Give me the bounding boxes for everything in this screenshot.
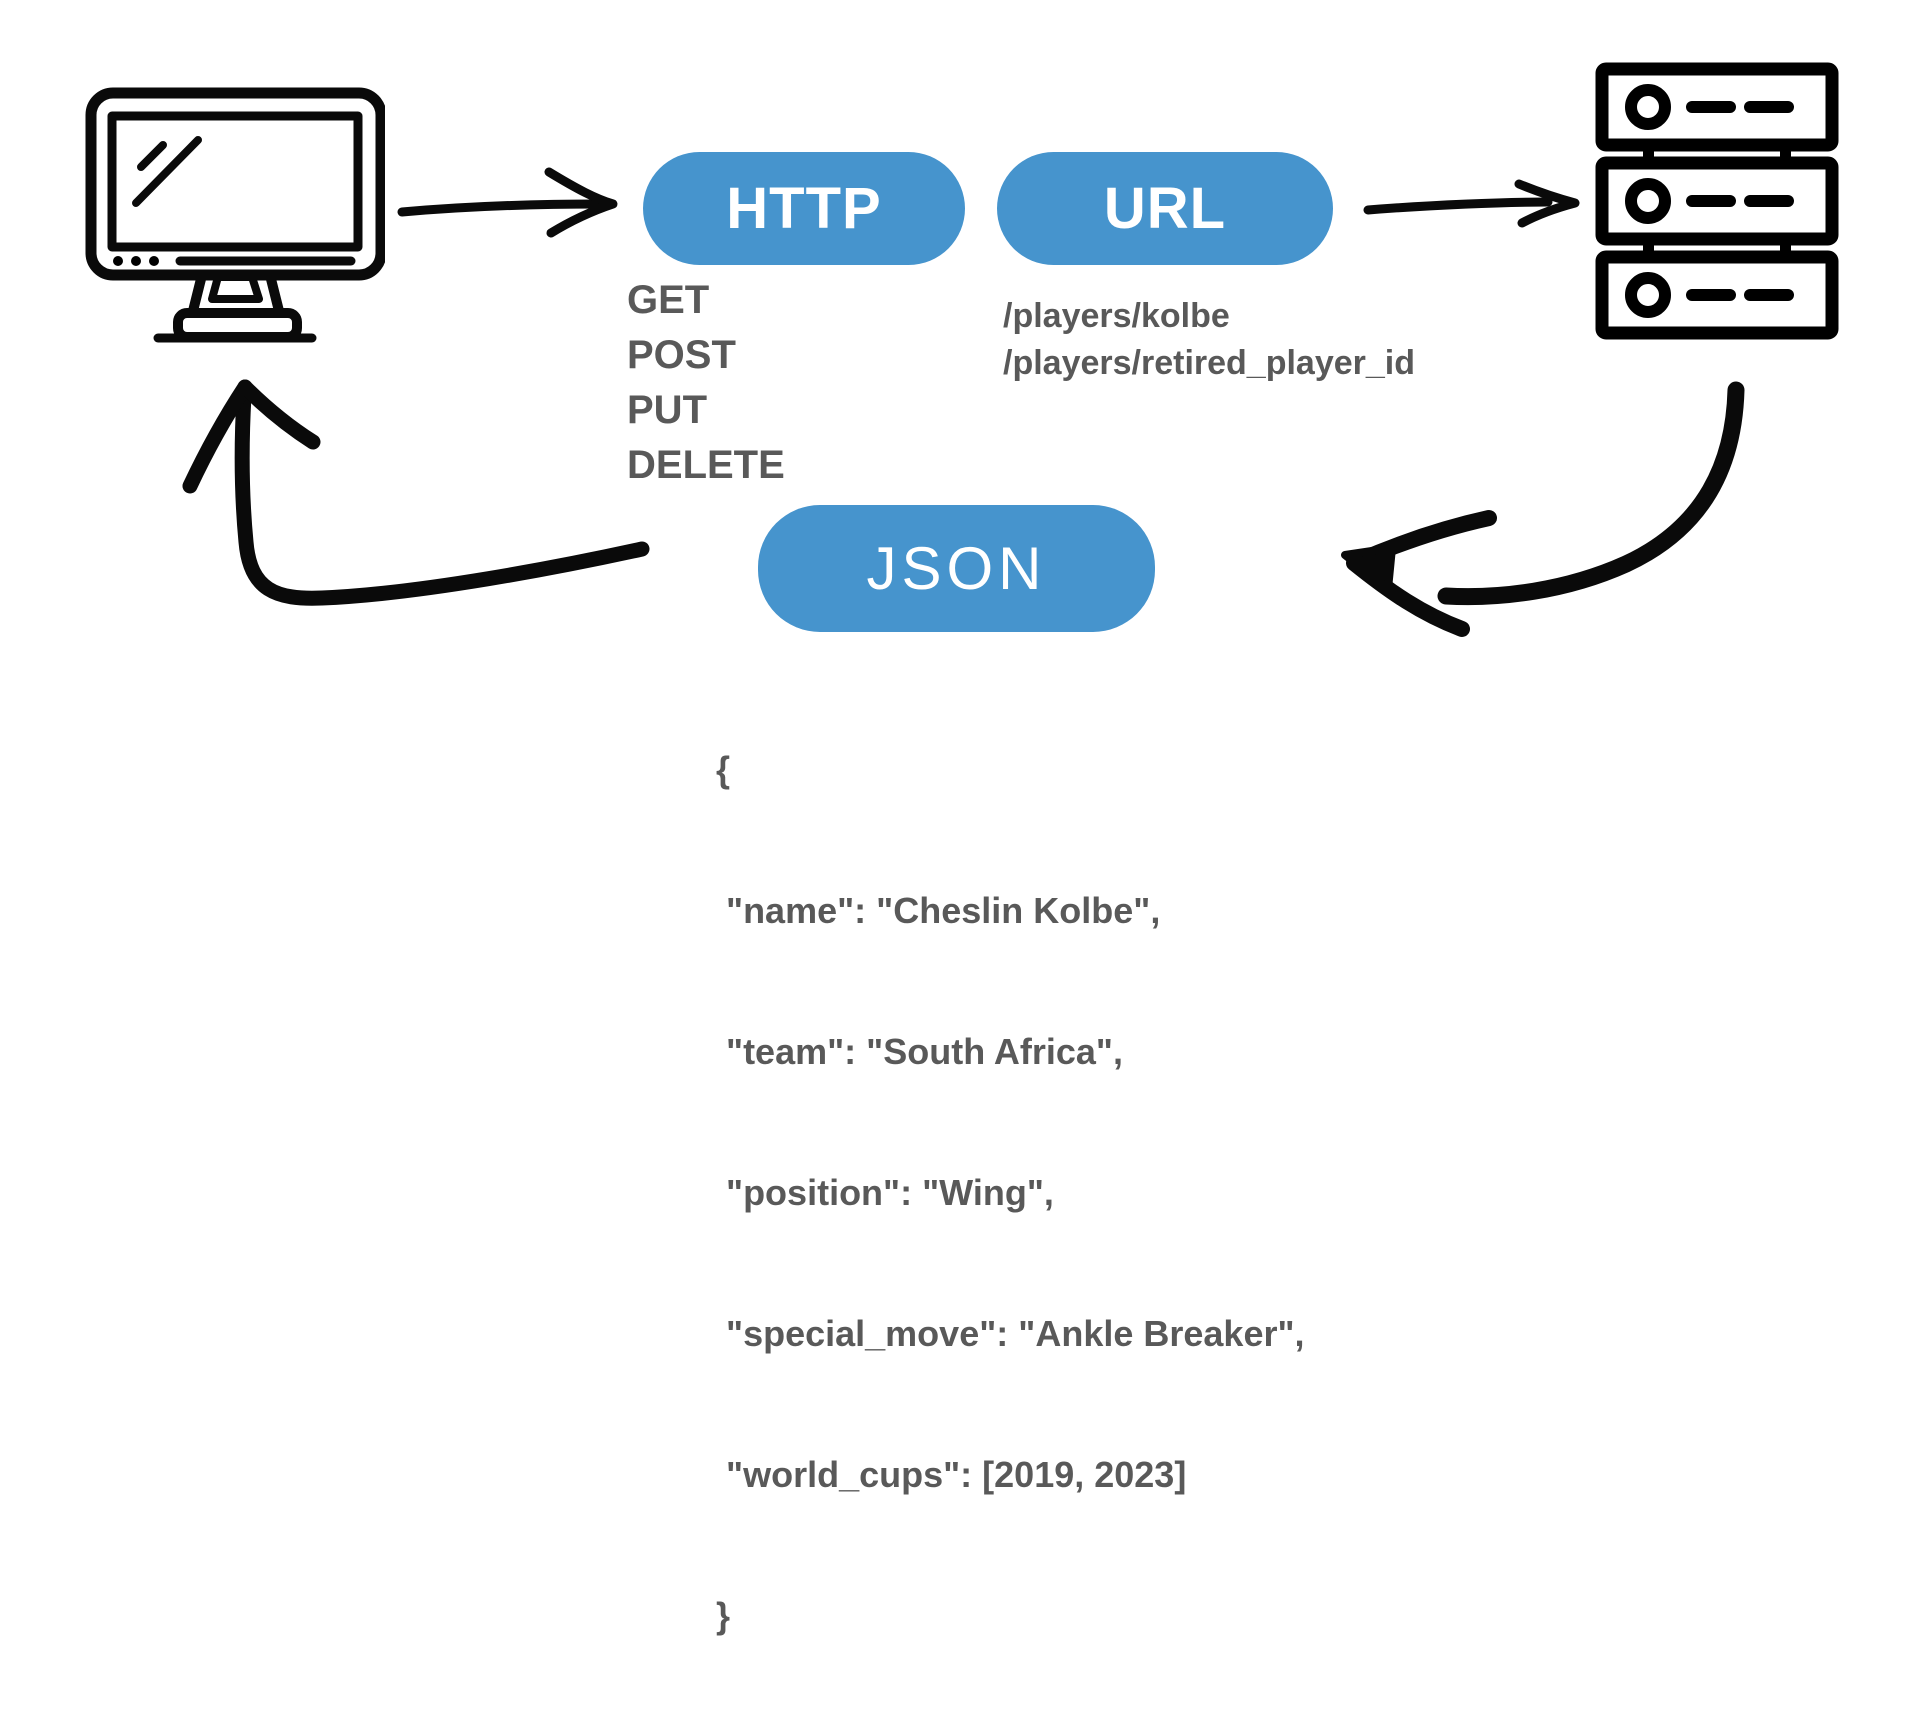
server-rack-icon [1595,62,1839,340]
http-method: DELETE [627,443,785,487]
flow-arrows [182,167,1745,637]
computer-monitor-icon [85,87,385,343]
json-code-line: "position": "Wing", [716,1172,1054,1213]
url-pill-label: URL [1103,176,1227,241]
json-code-line: "name": "Cheslin Kolbe", [716,890,1161,931]
json-code-line: "team": "South Africa", [716,1031,1123,1072]
return-arrow-icon [182,379,650,606]
http-method: GET [627,278,710,322]
json-code-line: { [716,749,731,790]
http-methods-list: GET POST PUT DELETE [627,273,785,493]
url-pill: URL [997,152,1333,265]
to-server-arrow-icon [1363,179,1580,228]
url-paths-list: /players/kolbe /players/retired_player_i… [1003,293,1415,387]
json-response-code: { "name": "Cheslin Kolbe", "team": "Sout… [716,652,1305,1733]
http-pill-label: HTTP [726,176,882,241]
json-pill-label: JSON [866,535,1047,602]
response-curved-arrow-icon [1341,381,1745,637]
json-code-line: } [716,1595,731,1636]
json-code-line: "world_cups": [2019, 2023] [716,1454,1187,1495]
request-arrow-icon [397,167,618,238]
http-method: PUT [627,388,707,432]
http-method: POST [627,333,736,377]
api-flow-diagram: HTTP URL JSON GET POST PUT DELETE /playe… [85,62,1839,1636]
url-path: /players/kolbe [1003,297,1230,335]
json-pill: JSON [758,505,1155,632]
json-code-line: "special_move": "Ankle Breaker", [716,1313,1305,1354]
url-path: /players/retired_player_id [1003,344,1416,382]
http-pill: HTTP [643,152,965,265]
